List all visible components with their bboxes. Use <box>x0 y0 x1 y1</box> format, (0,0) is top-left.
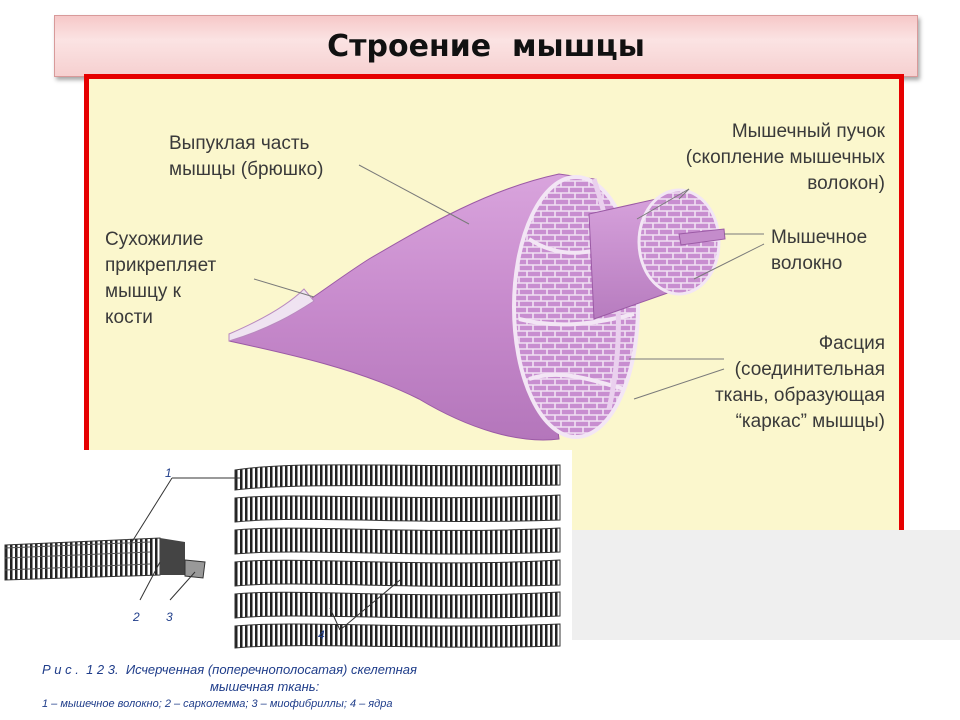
muscle-tissue-fibers <box>234 464 561 649</box>
label-fiber: Мышечное волокно <box>771 227 868 274</box>
figure-number-3: 3 <box>166 610 173 624</box>
fiber-cylinder <box>4 537 206 581</box>
figure-number-1: 1 <box>165 466 172 480</box>
muscle-illustration <box>228 164 765 441</box>
muscle-diagram-panel: Выпуклая часть мышцы (брюшко) Сухожилие … <box>89 79 899 539</box>
muscle-diagram-frame: Выпуклая часть мышцы (брюшко) Сухожилие … <box>84 74 904 544</box>
figure-number-2: 2 <box>133 610 140 624</box>
label-fascia: Фасция (соединительная ткань, образующая… <box>714 333 885 432</box>
tendon-shape <box>228 288 315 342</box>
figure-number-4: 4 <box>318 628 325 642</box>
microscopy-figure: 1 2 3 4 Р и с . 1 2 3. Исчерченная (попе… <box>0 450 572 720</box>
slide-title: Строение мышцы <box>327 28 645 64</box>
microscopy-leader-lines <box>129 477 401 631</box>
grey-background-box <box>572 530 960 640</box>
figure-caption-line-2: мышечная ткань: <box>210 679 320 694</box>
leader-lines <box>253 164 765 400</box>
figure-caption-line-3: 1 – мышечное волокно; 2 – сарколемма; 3 … <box>42 698 393 710</box>
label-bundle: Мышечный пучок (скопление мышечных волок… <box>685 121 885 194</box>
muscle-fiber-shape <box>678 228 726 246</box>
label-tendon: Сухожилие прикрепляет мышцу к кости <box>105 229 217 328</box>
figure-caption-line-1: Р и с . 1 2 3. Исчерченная (поперечнопол… <box>42 662 417 677</box>
slide-title-bar: Строение мышцы <box>54 15 918 77</box>
microscopy-illustration <box>4 464 561 649</box>
label-belly: Выпуклая часть мышцы (брюшко) <box>169 133 324 180</box>
